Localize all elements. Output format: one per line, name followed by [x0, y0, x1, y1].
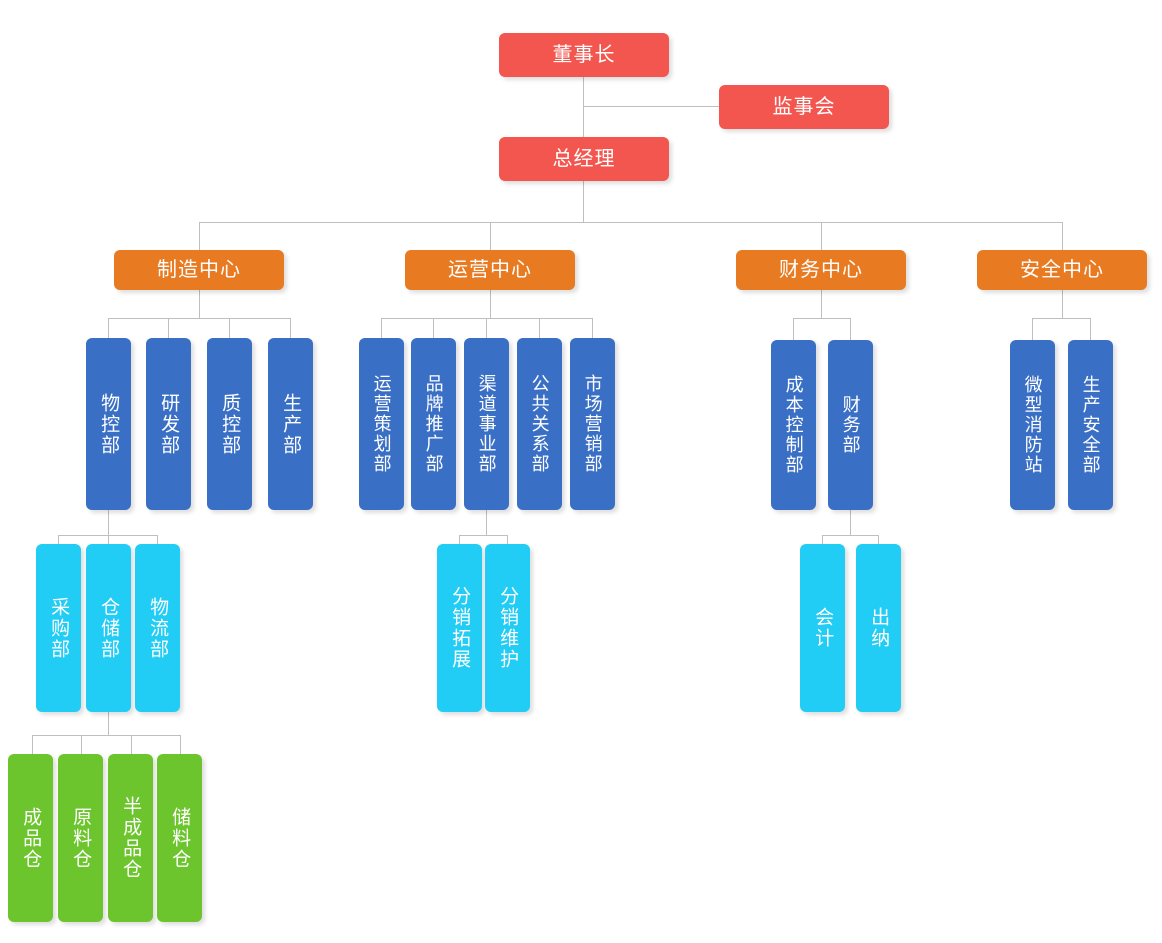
node-semi-finished-warehouse[interactable]: 半成品仓	[108, 754, 153, 922]
connector-ops-dept-4	[539, 318, 540, 338]
node-finance-center[interactable]: 财务中心	[736, 250, 906, 290]
node-chairman[interactable]: 董事长	[499, 33, 669, 77]
node-storage-material-warehouse[interactable]: 储料仓	[157, 754, 202, 922]
connector-matctrl-sec-2	[108, 535, 109, 544]
connector-mfg-dept-1	[108, 318, 109, 338]
connector-safety-down	[1062, 290, 1063, 318]
connector-bus-safety	[1062, 222, 1063, 250]
node-distribution-expansion[interactable]: 分销拓展	[437, 544, 482, 712]
connector-fin-bus	[793, 318, 850, 319]
node-raw-material-warehouse[interactable]: 原料仓	[58, 754, 103, 922]
connector-warehouse-wh-1	[32, 735, 33, 754]
connector-chairman-supervisor	[583, 106, 719, 107]
node-operations-planning-dept[interactable]: 运营策划部	[359, 338, 404, 510]
connector-warehouse-bus	[32, 735, 180, 736]
connector-ops-dept-5	[592, 318, 593, 338]
connector-ops-dept-1	[381, 318, 382, 338]
connector-bus-ops	[490, 222, 491, 250]
connector-mfg-dept-3	[229, 318, 230, 338]
node-supervisory-board[interactable]: 监事会	[719, 85, 889, 129]
node-quality-control-dept[interactable]: 质控部	[207, 338, 252, 510]
node-warehousing-dept[interactable]: 仓储部	[86, 544, 131, 712]
connector-finance-sec-1	[822, 535, 823, 544]
node-material-control-dept[interactable]: 物控部	[86, 338, 131, 510]
connector-matctrl-down	[108, 510, 109, 535]
connector-warehouse-wh-4	[180, 735, 181, 754]
connector-fin-dept-1	[793, 318, 794, 340]
node-production-dept[interactable]: 生产部	[268, 338, 313, 510]
connector-safety-dept-1	[1032, 318, 1033, 340]
node-public-relations-dept[interactable]: 公共关系部	[517, 338, 562, 510]
node-finished-goods-warehouse[interactable]: 成品仓	[8, 754, 53, 922]
node-brand-promotion-dept[interactable]: 品牌推广部	[411, 338, 456, 510]
node-marketing-dept[interactable]: 市场营销部	[570, 338, 615, 510]
node-manufacturing-center[interactable]: 制造中心	[114, 250, 284, 290]
connector-warehouse-wh-2	[81, 735, 82, 754]
node-distribution-maintenance[interactable]: 分销维护	[485, 544, 530, 712]
connector-centers-bus	[199, 222, 1063, 223]
connector-mfg-bus	[108, 318, 290, 319]
connector-matctrl-sec-1	[58, 535, 59, 544]
connector-channel-sec-2	[507, 535, 508, 544]
node-purchasing-dept[interactable]: 采购部	[36, 544, 81, 712]
node-operations-center[interactable]: 运营中心	[405, 250, 575, 290]
connector-ops-down	[490, 290, 491, 318]
connector-finance-bus	[822, 535, 878, 536]
connector-channel-bus	[459, 535, 507, 536]
connector-chairman-down	[583, 77, 584, 137]
node-safety-center[interactable]: 安全中心	[977, 250, 1147, 290]
connector-matctrl-sec-3	[157, 535, 158, 544]
connector-warehouse-wh-3	[131, 735, 132, 754]
node-micro-fire-station[interactable]: 微型消防站	[1010, 340, 1055, 510]
connector-safety-dept-2	[1090, 318, 1091, 340]
connector-gm-down	[583, 181, 584, 222]
connector-ops-dept-2	[433, 318, 434, 338]
node-finance-dept[interactable]: 财务部	[828, 340, 873, 510]
node-general-manager[interactable]: 总经理	[499, 137, 669, 181]
connector-mfg-down	[199, 290, 200, 318]
node-channel-business-dept[interactable]: 渠道事业部	[464, 338, 509, 510]
connector-ops-dept-3	[486, 318, 487, 338]
connector-ops-bus	[381, 318, 592, 319]
node-accounting[interactable]: 会计	[800, 544, 845, 712]
connector-safety-bus	[1032, 318, 1090, 319]
connector-mfg-dept-4	[290, 318, 291, 338]
connector-bus-mfg	[199, 222, 200, 250]
node-logistics-dept[interactable]: 物流部	[135, 544, 180, 712]
connector-channel-sec-1	[459, 535, 460, 544]
connector-warehouse-down	[108, 712, 109, 735]
node-production-safety-dept[interactable]: 生产安全部	[1068, 340, 1113, 510]
connector-bus-fin	[821, 222, 822, 250]
connector-mfg-dept-2	[168, 318, 169, 338]
node-rd-dept[interactable]: 研发部	[146, 338, 191, 510]
connector-fin-dept-2	[850, 318, 851, 340]
connector-finance-sec-2	[878, 535, 879, 544]
node-cost-control-dept[interactable]: 成本控制部	[771, 340, 816, 510]
connector-finance-down	[850, 510, 851, 535]
connector-matctrl-bus	[58, 535, 158, 536]
node-cashier[interactable]: 出纳	[856, 544, 901, 712]
connector-fin-down	[821, 290, 822, 318]
connector-channel-down	[486, 510, 487, 535]
